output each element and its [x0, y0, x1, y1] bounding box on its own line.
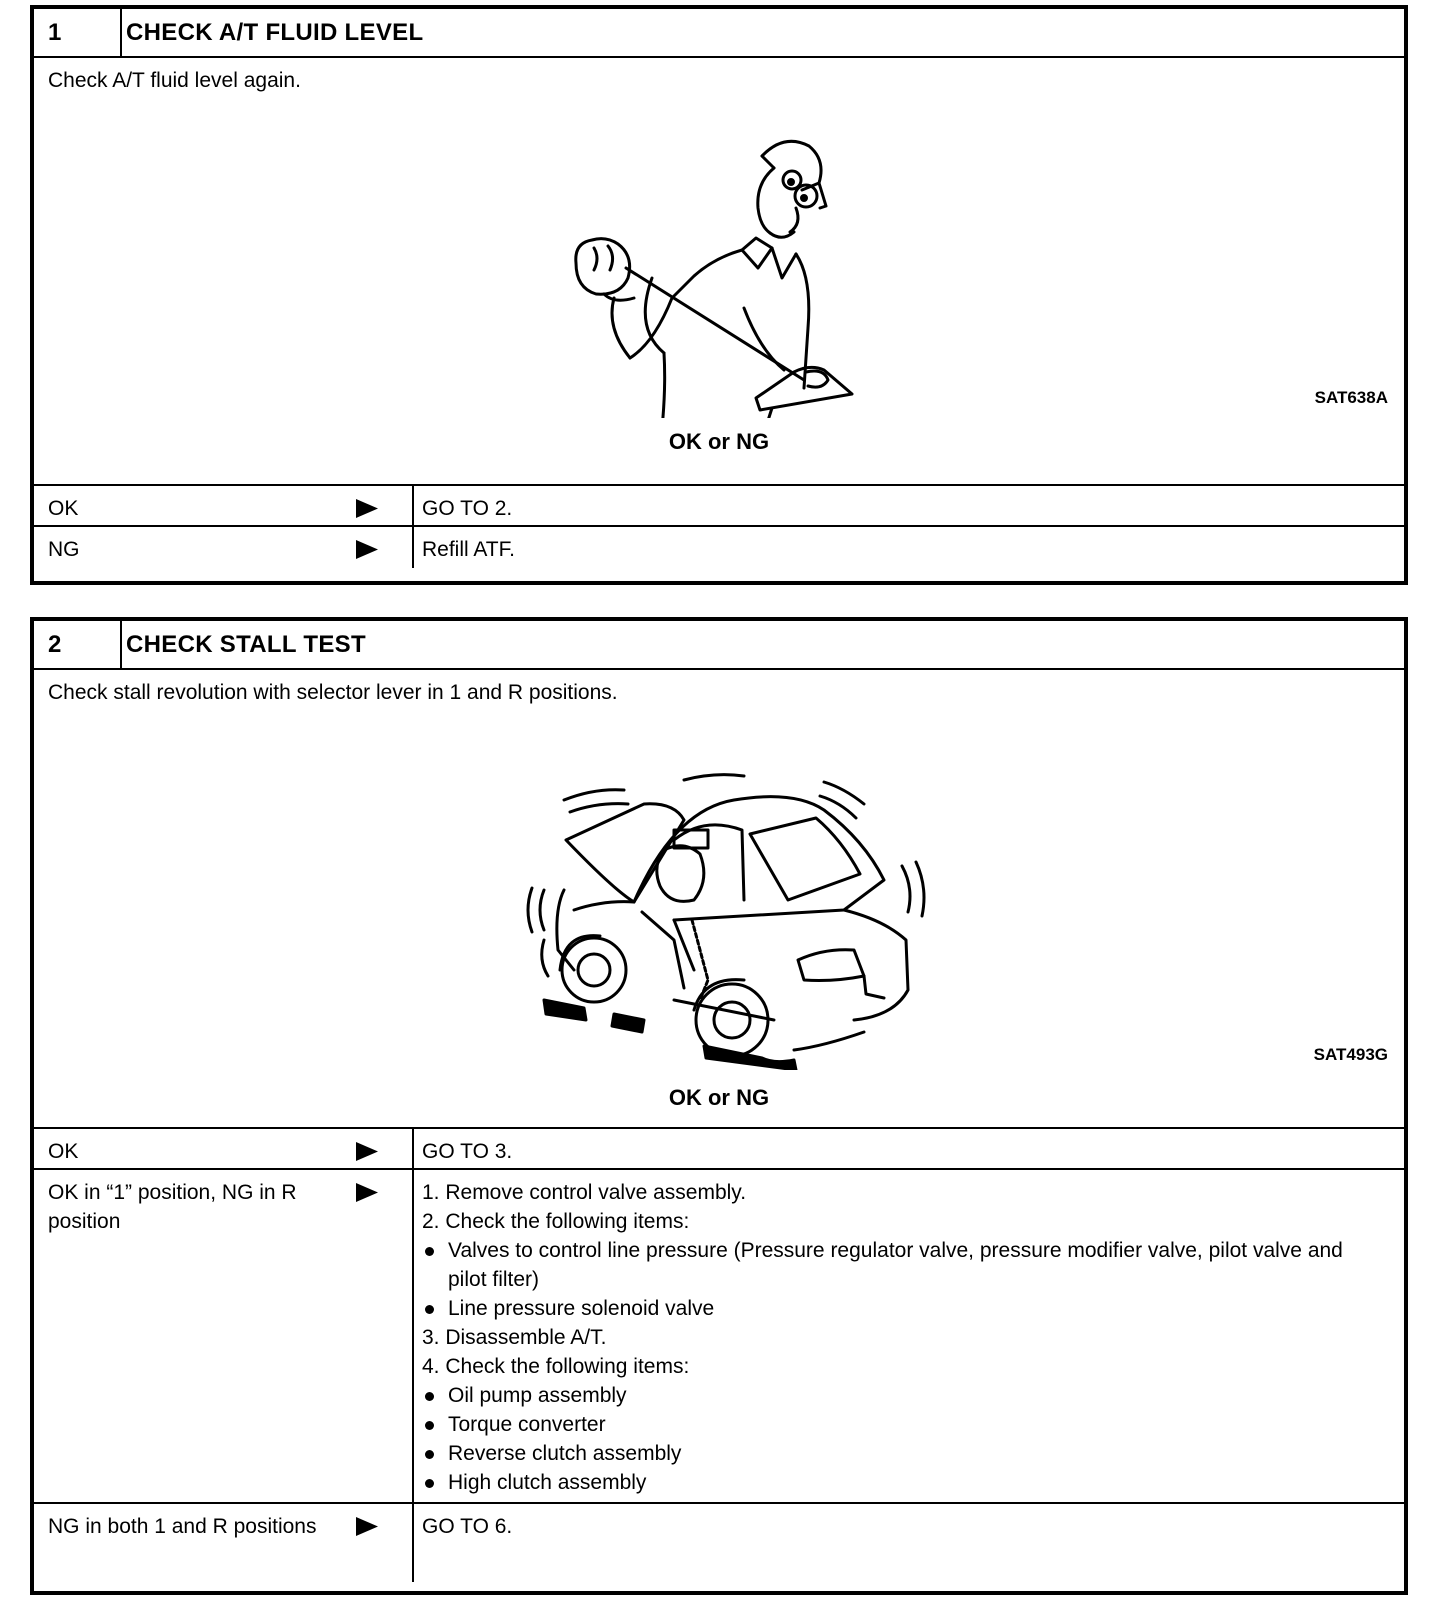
result-row-ng-both: NG in both 1 and R positions GO TO 6. [34, 1504, 1404, 1582]
action-bullet: Line pressure solenoid valve [422, 1294, 1384, 1323]
action-bullet: Torque converter [422, 1410, 1384, 1439]
result-action-list: 1. Remove control valve assembly. 2. Che… [422, 1178, 1384, 1497]
ok-or-ng-prompt: OK or NG [34, 1085, 1404, 1111]
car-stall-test-illustration [524, 770, 964, 1070]
figure-code: SAT493G [1314, 1045, 1388, 1065]
technician-checking-dipstick-illustration [534, 128, 854, 418]
result-action: GO TO 6. [422, 1512, 1384, 1541]
result-condition: OK [48, 494, 328, 523]
action-step: 3. Disassemble A/T. [422, 1323, 1384, 1352]
result-condition: NG in both 1 and R positions [48, 1512, 328, 1541]
arrow-right-icon [354, 1137, 380, 1166]
result-row-ng: NG Refill ATF. [34, 527, 1404, 568]
result-condition: OK in “1” position, NG in R position [48, 1178, 328, 1236]
action-step: 4. Check the following items: [422, 1352, 1384, 1381]
action-bullet: Reverse clutch assembly [422, 1439, 1384, 1468]
result-row-ok: OK GO TO 2. [34, 486, 1404, 527]
result-action: GO TO 2. [422, 494, 1384, 523]
result-action: Refill ATF. [422, 535, 1384, 564]
arrow-right-icon [354, 494, 380, 523]
step-body: Check stall revolution with selector lev… [34, 670, 1404, 1129]
step-header: 2 CHECK STALL TEST [34, 621, 1404, 670]
step-number: 1 [34, 9, 122, 56]
action-step: 1. Remove control valve assembly. [422, 1178, 1384, 1207]
result-condition: OK [48, 1137, 328, 1166]
step-1-table: 1 CHECK A/T FLUID LEVEL Check A/T fluid … [30, 5, 1408, 585]
action-bullet: Valves to control line pressure (Pressur… [422, 1236, 1384, 1294]
step-body: Check A/T fluid level again. [34, 58, 1404, 486]
figure-code: SAT638A [1315, 388, 1388, 408]
step-title: CHECK A/T FLUID LEVEL [126, 9, 423, 56]
step-instruction: Check A/T fluid level again. [48, 69, 301, 93]
arrow-right-icon [354, 535, 380, 564]
action-step: 2. Check the following items: [422, 1207, 1384, 1236]
step-2-table: 2 CHECK STALL TEST Check stall revolutio… [30, 617, 1408, 1595]
result-row-ok: OK GO TO 3. [34, 1129, 1404, 1170]
step-title: CHECK STALL TEST [126, 621, 366, 668]
action-bullet: Oil pump assembly [422, 1381, 1384, 1410]
step-header: 1 CHECK A/T FLUID LEVEL [34, 9, 1404, 58]
result-condition: NG [48, 535, 328, 564]
step-number: 2 [34, 621, 122, 668]
arrow-right-icon [354, 1512, 380, 1541]
ok-or-ng-prompt: OK or NG [34, 429, 1404, 455]
result-row-ok-in-1-ng-in-r: OK in “1” position, NG in R position 1. … [34, 1170, 1404, 1504]
step-instruction: Check stall revolution with selector lev… [48, 681, 618, 705]
arrow-right-icon [354, 1178, 380, 1207]
action-bullet: High clutch assembly [422, 1468, 1384, 1497]
result-action: GO TO 3. [422, 1137, 1384, 1166]
